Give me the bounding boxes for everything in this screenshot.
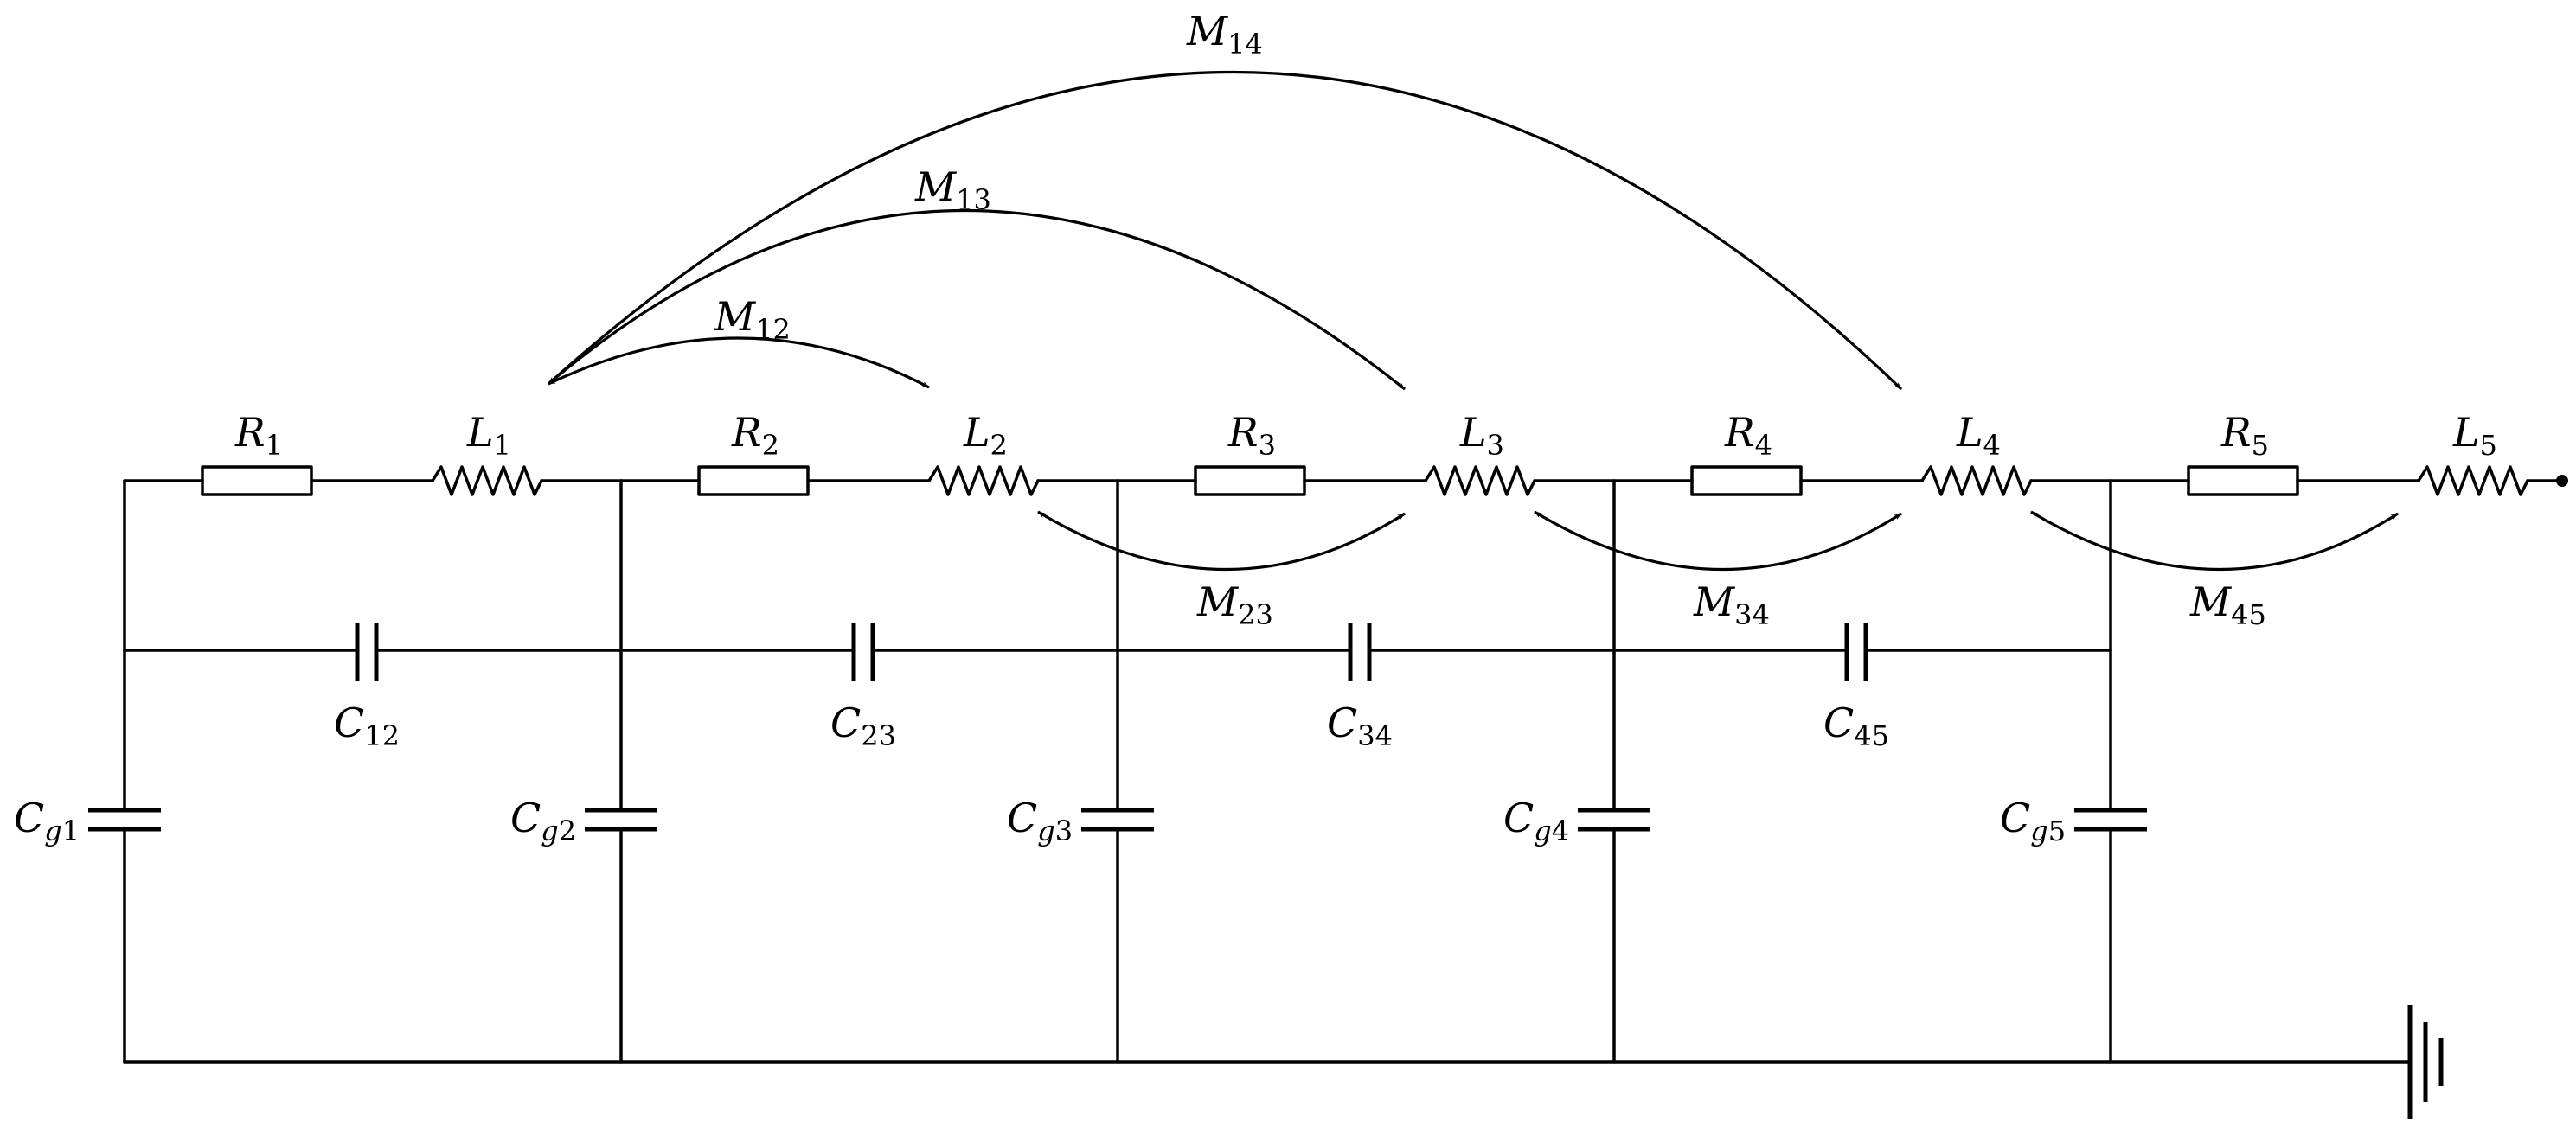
- label-cg4: Cg4: [1503, 795, 1569, 847]
- stage-2-series: [619, 465, 1119, 496]
- label-r5: R5: [2220, 409, 2269, 462]
- arc-m13: [547, 208, 1406, 391]
- wiring: [88, 465, 2568, 1119]
- resistor-r4: [1690, 465, 1803, 496]
- capacitor-cg1: [88, 808, 161, 832]
- capacitor-cg2: [585, 808, 657, 832]
- arc-m23: [1037, 510, 1406, 572]
- capacitor-cg5: [2074, 808, 2147, 832]
- label-r1: R1: [234, 409, 283, 462]
- arc-m14: [547, 71, 1903, 391]
- arc-m12: [548, 336, 930, 389]
- inductor-l4: [1920, 465, 2033, 496]
- stage-4-series: [1612, 465, 2112, 496]
- resistor-r5: [2187, 465, 2299, 496]
- label-l3: L3: [1459, 409, 1504, 462]
- label-c45: C45: [1823, 700, 1889, 752]
- stage-5-series: [2109, 465, 2568, 496]
- ground-capacitors: [88, 808, 2147, 832]
- label-c23: C23: [830, 700, 896, 752]
- label-c34: C34: [1327, 700, 1393, 752]
- label-m23: M23: [1196, 578, 1273, 631]
- label-r4: R4: [1724, 409, 1772, 462]
- terminal-node: [2556, 475, 2568, 487]
- label-l5: L5: [2452, 409, 2497, 462]
- label-cg3: Cg3: [1007, 795, 1073, 847]
- capacitor-cg3: [1081, 808, 1154, 832]
- arc-m45: [2030, 510, 2399, 572]
- mutual-arcs: [547, 71, 2399, 572]
- stage-1-series: [123, 465, 623, 496]
- resistor-r3: [1194, 465, 1306, 496]
- coupling-line: [123, 623, 2112, 681]
- inductor-l5: [2417, 465, 2529, 496]
- arc-m34: [1534, 510, 1902, 572]
- label-cg2: Cg2: [510, 795, 576, 847]
- inductor-l2: [927, 465, 1040, 496]
- stage-3-series: [1116, 465, 1616, 496]
- label-m45: M45: [2189, 578, 2266, 631]
- label-r3: R3: [1227, 409, 1276, 462]
- label-m14: M14: [1186, 8, 1263, 61]
- label-m12: M12: [714, 293, 791, 346]
- label-r2: R2: [731, 409, 779, 462]
- ground-symbol: [2407, 1005, 2444, 1119]
- labels: R1 R2 R3 R4 R5 L1 L2 L3 L4 L5 Cg1 Cg2 Cg…: [14, 8, 2497, 847]
- label-l4: L4: [1956, 409, 2001, 462]
- label-l1: L1: [466, 409, 511, 462]
- resistor-r2: [697, 465, 810, 496]
- label-c12: C12: [334, 700, 400, 752]
- capacitor-cg4: [1578, 808, 1650, 832]
- label-l2: L2: [963, 409, 1008, 462]
- node-verticals: [123, 479, 2112, 1064]
- label-cg1: Cg1: [14, 795, 80, 847]
- resistor-r1: [201, 465, 313, 496]
- ground-bus: [123, 1005, 2444, 1119]
- label-m34: M34: [1693, 578, 1770, 631]
- label-m13: M13: [914, 163, 991, 216]
- inductor-l1: [431, 465, 543, 496]
- label-cg5: Cg5: [2000, 795, 2066, 847]
- inductor-l3: [1424, 465, 1536, 496]
